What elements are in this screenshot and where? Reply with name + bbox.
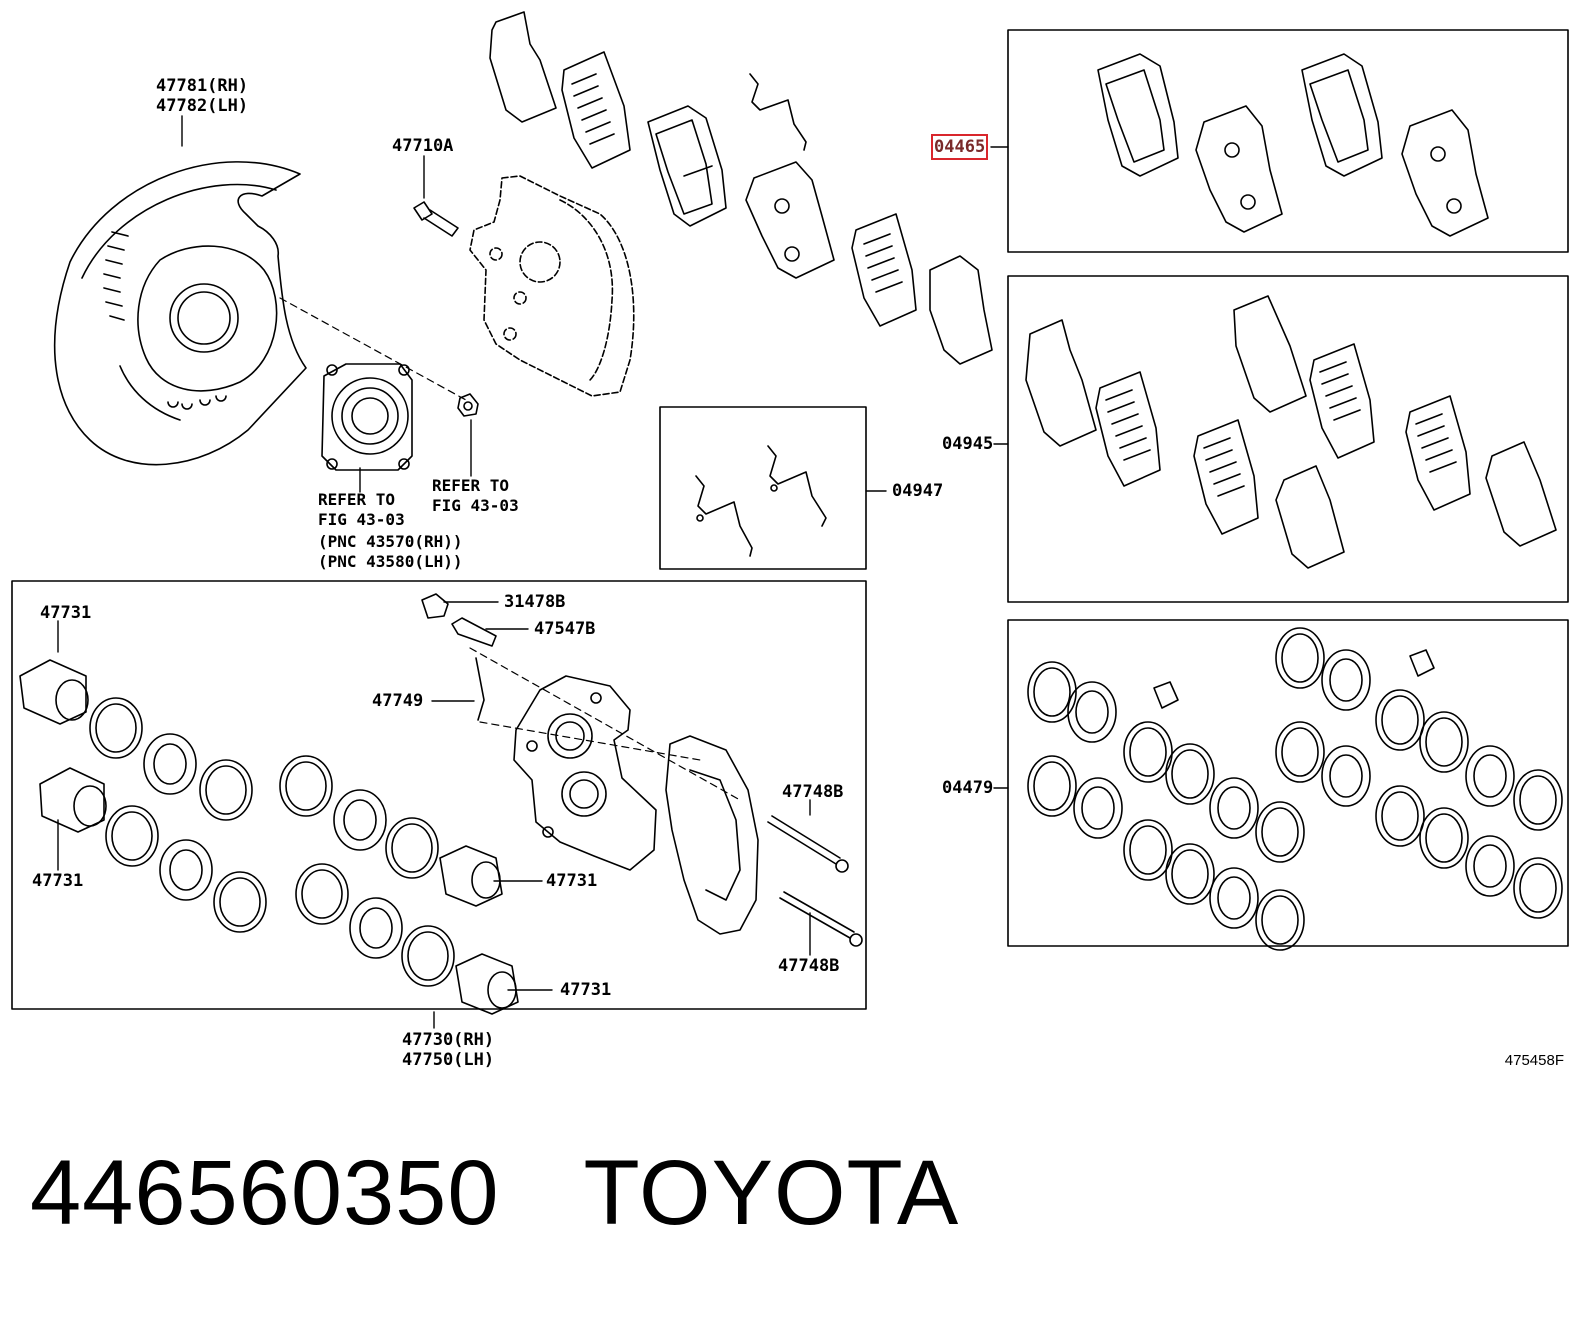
anti-squeal-shim-2 <box>851 213 917 327</box>
pad-clip-1 <box>749 73 807 151</box>
label-bleeder-cap[interactable]: 31478B <box>504 592 566 612</box>
caliper-body <box>513 675 657 871</box>
kit-box-pads <box>1007 29 1569 253</box>
shim-plate-1 <box>489 11 557 123</box>
guide-pins <box>767 815 863 947</box>
hub-bolt <box>457 393 479 417</box>
refer-left-line-1: REFER TO <box>318 490 396 509</box>
label-pin-bottom[interactable]: 47748B <box>778 956 840 976</box>
label-caliper-lh[interactable]: 47750(LH) <box>402 1050 495 1070</box>
anti-squeal-shim-1 <box>561 51 631 169</box>
label-piston-mid[interactable]: 47731 <box>546 871 598 891</box>
caliper-upper <box>469 175 635 397</box>
label-caliper-rh[interactable]: 47730(RH) <box>402 1030 495 1050</box>
refer-left-line-3: (PNC 43570(RH)) <box>318 532 463 551</box>
kit-shims-contents <box>1025 295 1557 569</box>
hub-bearing <box>321 363 413 471</box>
label-kit-clips[interactable]: 04947 <box>892 481 944 501</box>
kit-box-clips <box>659 406 867 570</box>
label-bleeder[interactable]: 47547B <box>534 619 596 639</box>
caliper-half <box>665 735 759 935</box>
caliper-box <box>11 580 867 1010</box>
bleeder-parts <box>421 593 497 721</box>
brand-name: TOYOTA <box>583 1142 960 1244</box>
label-kit-seals[interactable]: 04479 <box>942 778 994 798</box>
refer-left-line-4: (PNC 43580(LH)) <box>318 552 463 571</box>
leader-lines <box>57 115 1009 1029</box>
kit-box-seals <box>1007 619 1569 947</box>
part-number: 446560350 <box>30 1142 500 1244</box>
refer-right-line-1: REFER TO <box>432 476 510 495</box>
shim-plate-2 <box>745 161 835 279</box>
label-shield-rh[interactable]: 47781(RH) <box>156 76 249 96</box>
label-piston-low[interactable]: 47731 <box>560 980 612 1000</box>
label-caliper-bolt[interactable]: 47710A <box>392 136 454 156</box>
refer-left-line-2[interactable]: FIG 43-03 <box>318 510 405 529</box>
label-kit-pads-highlighted[interactable]: 04465 <box>930 134 989 160</box>
label-kit-shims[interactable]: 04945 <box>942 434 994 454</box>
kit-clips-contents <box>695 445 827 557</box>
dust-shield <box>53 161 307 466</box>
refer-right-line-2[interactable]: FIG 43-03 <box>432 496 519 515</box>
kit-box-shims <box>1007 275 1569 603</box>
kit-seals-contents <box>1027 627 1563 951</box>
label-piston-left-bottom[interactable]: 47731 <box>32 871 84 891</box>
shim-plate-3 <box>929 255 993 365</box>
label-pin-top[interactable]: 47748B <box>782 782 844 802</box>
kit-pads-contents <box>1097 53 1489 237</box>
pistons-and-seals <box>19 659 519 1015</box>
caption: 446560350 TOYOTA <box>30 1138 959 1248</box>
brake-pad-1 <box>647 105 727 227</box>
figure-code: 475458F <box>1504 1052 1564 1069</box>
label-shield-lh[interactable]: 47782(LH) <box>156 96 249 116</box>
label-piston-top[interactable]: 47731 <box>40 603 92 623</box>
caliper-bolt <box>413 201 459 237</box>
label-spring[interactable]: 47749 <box>372 691 424 711</box>
